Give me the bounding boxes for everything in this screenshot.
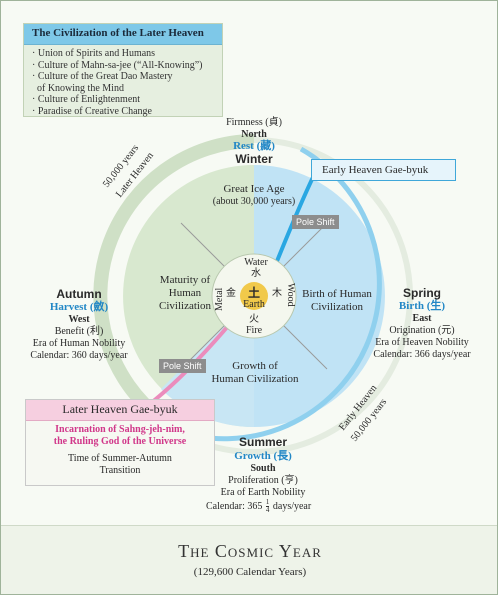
ice-age-duration: (about 30,000 years) [212, 196, 296, 207]
birth-line2: Civilization [311, 301, 363, 313]
incarnation-line2: the Ruling God of the Universe [53, 436, 187, 447]
earth-label: Earth [243, 299, 265, 310]
spring-direction: East [412, 313, 432, 324]
autumn-virtue: Benefit (利) [54, 326, 104, 337]
spring-calendar: Calendar: 366 days/year [373, 349, 471, 360]
list-item: · Union of Spirits and Humans [32, 48, 156, 59]
pole-shift-tag-bottom: Pole Shift [159, 359, 206, 373]
early-heaven-gae-byuk-box: Early Heaven Gae-byuk [311, 159, 456, 181]
earth-dot [240, 282, 268, 310]
earth-char: 土 [247, 286, 261, 300]
maturity-line1: Maturity of [159, 274, 211, 286]
spring-season: Spring [403, 286, 441, 300]
summer-fraction: 1 4 [265, 498, 270, 514]
list-item: · Culture of Mahn-sa-jee (“All-Knowing”) [32, 59, 203, 71]
summer-calendar-value: Calendar: 365 [206, 500, 263, 512]
later-gae-byuk-header: Later Heaven Gae-byuk [26, 400, 214, 421]
pole-shift-tag-top: Pole Shift [292, 215, 339, 229]
spring-virtue: Origination (元) [389, 325, 455, 336]
summer-calendar-tail: days/year [272, 500, 312, 512]
autumn-direction: West [68, 314, 90, 325]
winter-season: Winter [235, 152, 273, 166]
later-heaven-arc [93, 134, 255, 425]
autumn-season: Autumn [56, 287, 102, 301]
wood-char: 木 [272, 288, 282, 299]
spring-state: Birth (生) [398, 300, 446, 312]
list-item: · Paradise of Creative Change [32, 105, 152, 117]
water-label: Water [244, 257, 268, 268]
summer-direction: South [250, 463, 276, 474]
cosmic-year-subtitle: (129,600 Calendar Years) [193, 566, 307, 578]
list-item: of Knowing the Mind [37, 82, 124, 94]
fire-char: 火 [249, 314, 259, 325]
fraction-denominator: 4 [265, 506, 270, 514]
birth-line1: Birth of Human [302, 288, 372, 300]
later-heaven-civilization-box: The Civilization of the Later Heaven · U… [23, 23, 223, 117]
growth-line2: Human Civilization [211, 373, 299, 385]
ice-age-title: Great Ice Age [223, 183, 285, 195]
metal-label: Metal [214, 287, 225, 311]
metal-char: 金 [226, 288, 236, 299]
spring-era: Era of Heaven Nobility [375, 337, 469, 348]
winter-direction: North [241, 129, 267, 140]
fraction-numerator: 1 [265, 498, 270, 507]
autumn-calendar: Calendar: 360 days/year [30, 350, 128, 361]
summer-season: Summer [238, 435, 288, 449]
fire-label: Fire [245, 325, 263, 336]
list-item: · Culture of Enlightenment [32, 94, 141, 106]
incarnation-line1: Incarnation of Sahng-jeh-nim, [55, 424, 185, 435]
summer-calendar: Calendar: 365 1 4 days/year [206, 499, 311, 514]
growth-line1: Growth of [232, 360, 278, 372]
early-heaven-gae-byuk-label: Early Heaven Gae-byuk [322, 164, 429, 176]
later-heaven-box-title: The Civilization of the Later Heaven [32, 27, 204, 39]
summer-virtue: Proliferation (亨) [228, 475, 298, 486]
summer-state: Growth (長) [234, 450, 292, 462]
footer-band [1, 525, 497, 594]
transition-line2: Transition [99, 465, 141, 476]
list-item: · Culture of the Great Dao Mastery [32, 71, 173, 83]
early-heaven-zone [254, 165, 385, 427]
transition-line1: Time of Summer-Autumn [68, 453, 172, 464]
maturity-line2: Human [168, 287, 202, 299]
autumn-era: Era of Human Nobility [32, 338, 126, 349]
later-gae-byuk-title: Later Heaven Gae-byuk [62, 402, 178, 416]
maturity-line3: Civilization [159, 300, 211, 312]
later-heaven-gae-byuk-box: Later Heaven Gae-byuk Incarnation of Sah… [25, 399, 215, 486]
summer-era: Era of Earth Nobility [220, 487, 306, 498]
wood-label: Wood [285, 283, 296, 307]
winter-state: Rest (藏) [233, 140, 275, 152]
autumn-state: Harvest (斂) [49, 301, 109, 313]
winter-virtue: Firmness (貞) [226, 117, 282, 128]
cosmic-year-title: The Cosmic Year [178, 541, 322, 561]
water-char: 水 [251, 268, 261, 279]
later-heaven-box-header: The Civilization of the Later Heaven [24, 24, 222, 45]
early-heaven-arc [175, 146, 382, 442]
later-heaven-list: · Union of Spirits and Humans · Culture … [32, 48, 203, 118]
